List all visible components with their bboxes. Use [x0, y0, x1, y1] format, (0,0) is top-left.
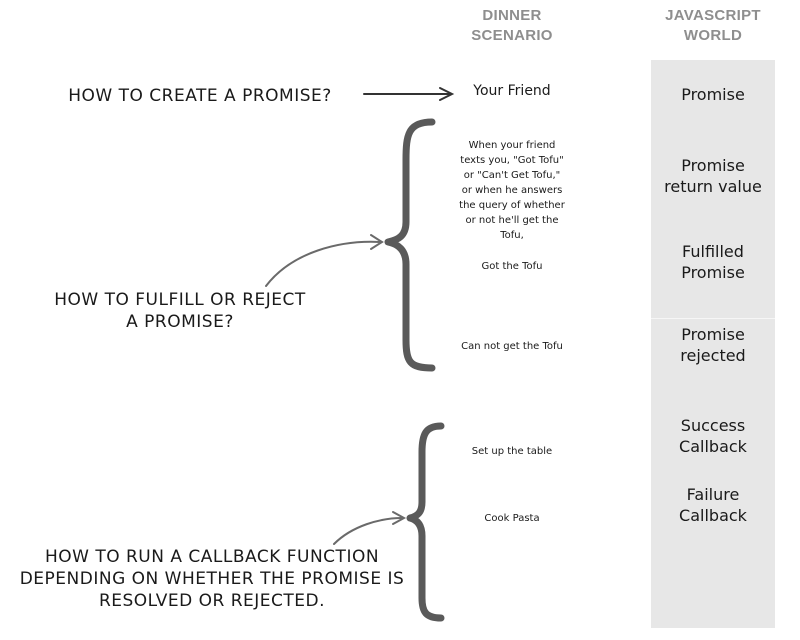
create-arrow — [363, 87, 455, 101]
js-success-callback: Success Callback — [679, 416, 747, 456]
js-promise-rejected: Promise rejected — [680, 325, 746, 365]
panel-divider — [651, 318, 775, 319]
dinner-cook-pasta: Cook Pasta — [484, 513, 540, 524]
dinner-got-tofu: Got the Tofu — [481, 261, 543, 272]
javascript-world-header: JAVASCRIPT WORLD — [665, 7, 761, 44]
dinner-cannot-get-tofu: Can not get the Tofu — [461, 341, 563, 352]
dinner-friend-texts: When your friend texts you, "Got Tofu" o… — [459, 140, 565, 241]
js-failure-callback: Failure Callback — [679, 485, 747, 525]
dinner-your-friend: Your Friend — [473, 83, 551, 99]
dinner-scenario-header: DINNER SCENARIO — [471, 7, 553, 44]
question-run-callback: HOW TO RUN A CALLBACK FUNCTION DEPENDING… — [19, 547, 405, 611]
js-fulfilled-promise: Fulfilled Promise — [681, 242, 745, 282]
js-promise-return-value: Promise return value — [664, 156, 762, 196]
dinner-set-up-table: Set up the table — [471, 446, 553, 457]
javascript-world-panel — [651, 60, 775, 628]
callback-brace — [406, 422, 445, 622]
question-fulfill-reject: HOW TO FULFILL OR REJECT A PROMISE? — [54, 290, 306, 332]
question-create-promise: HOW TO CREATE A PROMISE? — [68, 86, 332, 106]
fulfill-arrow — [265, 234, 384, 287]
fulfill-brace — [384, 118, 436, 372]
callback-arrow — [333, 511, 407, 545]
js-promise: Promise — [681, 85, 745, 104]
